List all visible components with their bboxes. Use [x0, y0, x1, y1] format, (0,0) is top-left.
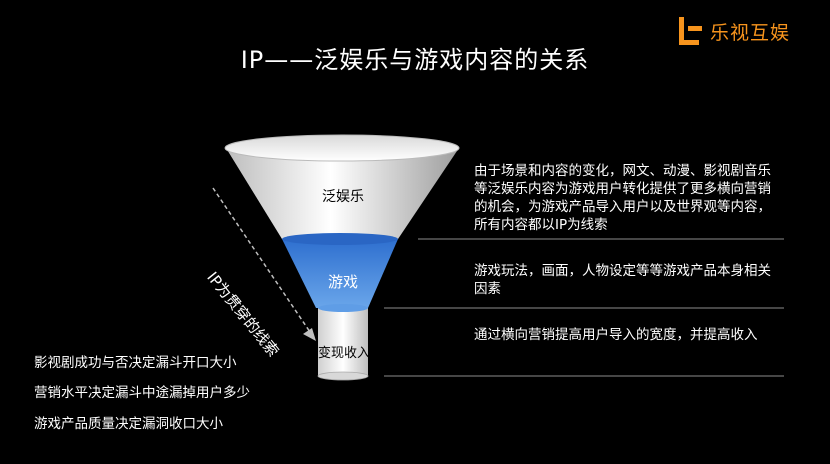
funnel-blue-surface — [282, 233, 398, 245]
funnel-bottom-label: 变现收入 — [317, 346, 370, 361]
left-note-2: 营销水平决定漏斗中途漏掉用户多少 — [34, 385, 250, 401]
funnel-spout-rim — [318, 304, 368, 312]
company-logo: 乐视互娱 — [676, 14, 790, 48]
funnel-opening — [224, 134, 460, 162]
description-middle: 游戏玩法，画面，人物设定等等游戏产品本身相关因素 — [474, 263, 771, 297]
logo-text: 乐视互娱 — [710, 21, 791, 44]
funnel-top-label: 泛娱乐 — [322, 189, 364, 205]
left-note-1: 影视剧成功与否决定漏斗开口大小 — [34, 355, 237, 371]
leshi-logo-icon — [679, 17, 702, 45]
funnel-top-section — [226, 148, 459, 239]
funnel-middle-label: 游戏 — [327, 273, 358, 291]
funnel-middle-section — [282, 239, 398, 308]
description-top: 由于场景和内容的变化，网文、动漫、影视剧音乐等泛娱乐内容为游戏用户转化提供了更多… — [474, 163, 771, 233]
funnel-spout-bottom — [317, 371, 369, 381]
description-bottom: 通过横向营销提高用户导入的宽度，并提高收入 — [474, 327, 758, 343]
ip-arrow-head-icon — [303, 328, 316, 341]
page-title: IP——泛娱乐与游戏内容的关系 — [240, 46, 590, 74]
left-note-3: 游戏产品质量决定漏洞收口大小 — [34, 416, 223, 432]
funnel-spout — [318, 308, 368, 376]
ip-dashed-arrow — [212, 187, 311, 333]
